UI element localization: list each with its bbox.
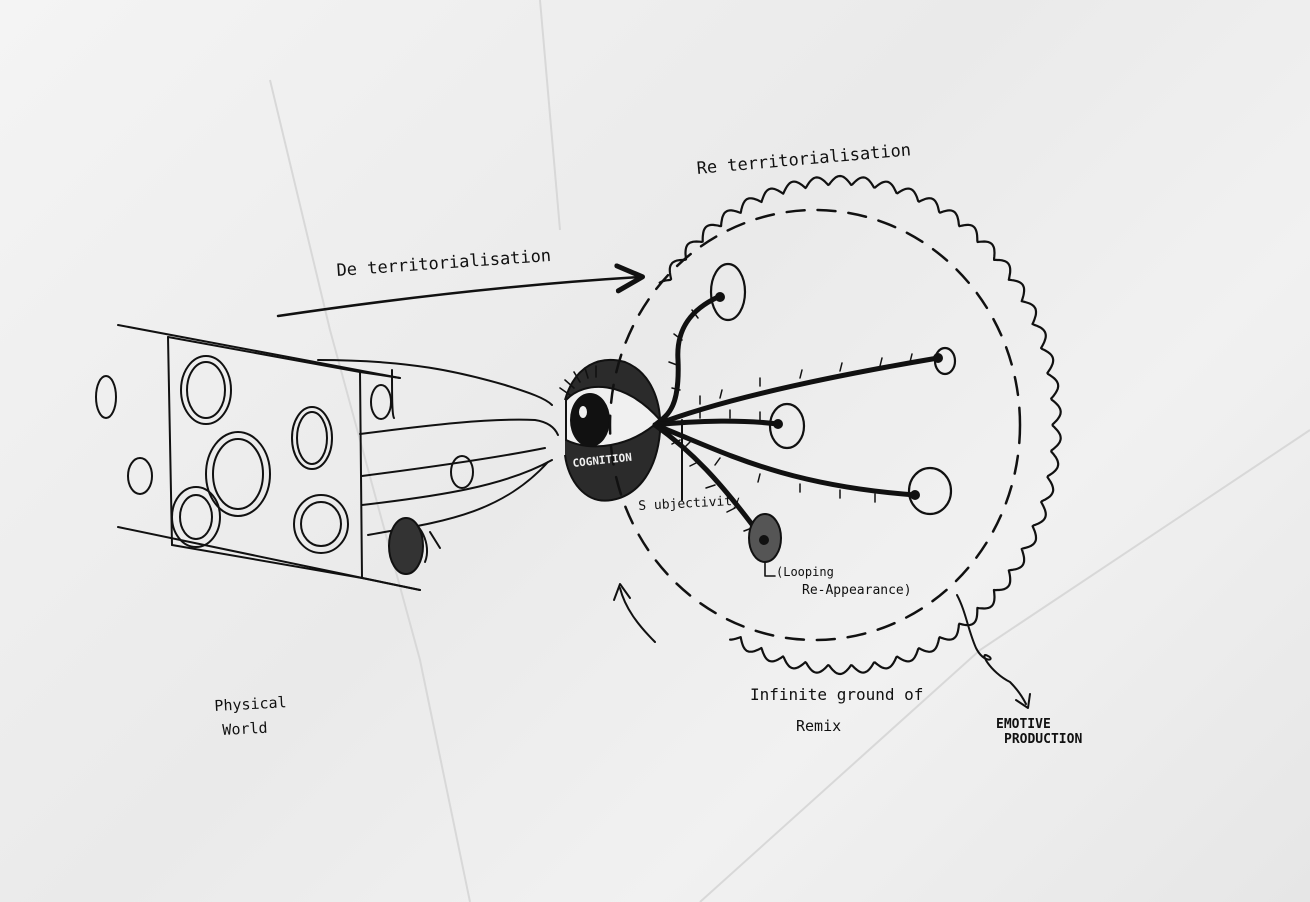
reterritorialisation-loop-arrow bbox=[619, 587, 656, 643]
eye-icon bbox=[559, 358, 662, 502]
label-looping-line1: (Looping bbox=[776, 565, 834, 579]
emotive-arrowhead bbox=[1015, 693, 1031, 709]
label-physical-line2: World bbox=[221, 718, 268, 739]
emotive-production-arrow bbox=[956, 594, 1027, 705]
loop-arrowhead bbox=[613, 583, 631, 601]
node-dot bbox=[773, 419, 783, 429]
label-emotive-line1: EMOTIVE bbox=[996, 717, 1051, 732]
node-dot bbox=[715, 292, 725, 302]
perception-conduit bbox=[317, 359, 559, 563]
node-dot bbox=[933, 353, 943, 363]
reterritorialisation-gear bbox=[658, 174, 1062, 676]
node-dot bbox=[910, 490, 920, 500]
paper-creases bbox=[269, 0, 1310, 902]
physical-world-block bbox=[95, 324, 421, 591]
tendril-thorns bbox=[668, 309, 913, 532]
deterritorialisation-arrow bbox=[276, 263, 645, 318]
label-infinite-line1: Infinite ground of bbox=[750, 685, 924, 704]
label-infinite-line2: Remix bbox=[796, 717, 842, 735]
remix-nodes bbox=[709, 262, 957, 516]
looping-pointer bbox=[764, 561, 776, 577]
dark-shape-conduit bbox=[388, 517, 424, 575]
label-emotive-line2: PRODUCTION bbox=[1004, 732, 1083, 747]
tendrils bbox=[652, 294, 941, 545]
label-looping-line2: Re-Appearance) bbox=[802, 583, 912, 598]
dashed-boundary bbox=[608, 208, 1022, 642]
eyelash-marks bbox=[559, 365, 597, 396]
node-dot bbox=[759, 535, 769, 545]
